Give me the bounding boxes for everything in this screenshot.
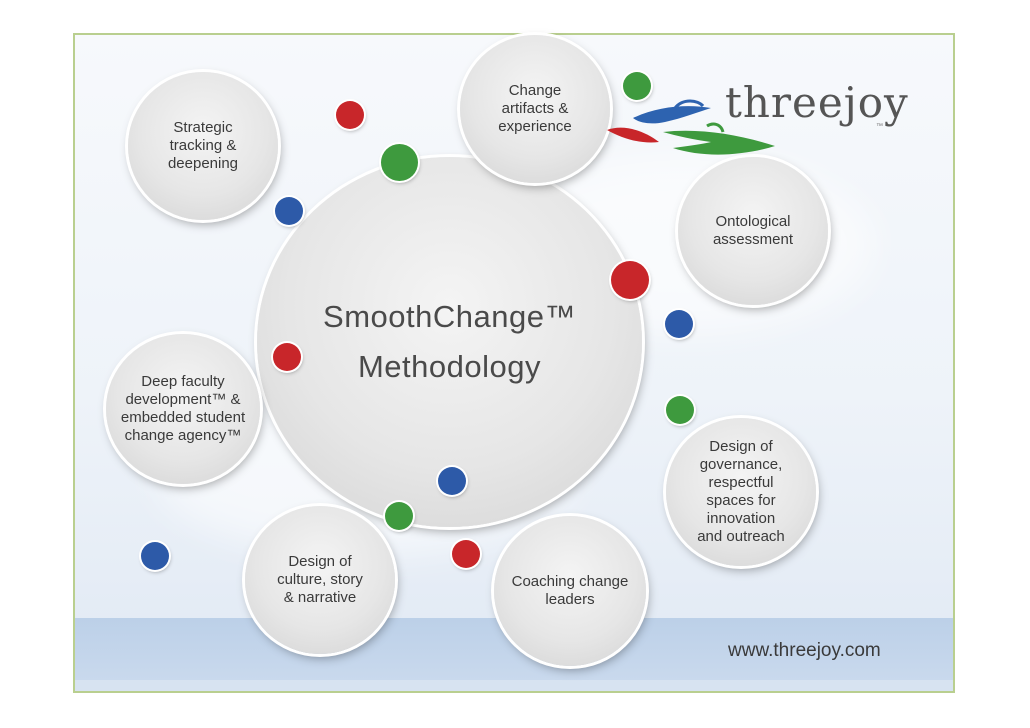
bubble-label: Change artifacts & experience (498, 82, 572, 135)
blue-dot (275, 197, 303, 225)
green-dot (666, 396, 694, 424)
blue-dot (141, 542, 169, 570)
bubble-label: Strategic tracking & deepening (167, 119, 239, 172)
center-title-line2: Methodology (357, 349, 541, 384)
bubble-label: Deep faculty development™ & embedded stu… (120, 373, 246, 444)
bubble-ontological-assessment: Ontological assessment (678, 157, 828, 305)
logo-trademark: ™ (876, 123, 883, 130)
logo-wordmark: threejoy (725, 78, 909, 127)
green-dot (623, 72, 651, 100)
bubble-label: Coaching change leaders (511, 573, 629, 608)
bubble-design-of-culture: Design of culture, story & narrative (245, 506, 395, 654)
bubble-change-artifacts: Change artifacts & experience (460, 35, 610, 183)
center-bubble: SmoothChange™ Methodology (257, 157, 642, 527)
bird-logo-icon (607, 99, 775, 155)
center-title-line1: SmoothChange™ (323, 299, 576, 334)
red-dot (273, 343, 301, 371)
footer-band-lower (75, 680, 953, 691)
blue-dot (665, 310, 693, 338)
bubble-design-of-governance: Design of governance, respectful spaces … (666, 418, 816, 566)
bubble-label: Design of governance, respectful spaces … (697, 438, 785, 545)
red-dot (336, 101, 364, 129)
bubble-deep-faculty-development: Deep faculty development™ & embedded stu… (106, 334, 260, 484)
bubble-label: Design of culture, story & narrative (277, 553, 363, 606)
bubble-strategic-tracking: Strategic tracking & deepening (128, 72, 278, 220)
bubble-coaching-change-leaders: Coaching change leaders (494, 516, 646, 666)
bubble-label: Ontological assessment (712, 213, 794, 248)
green-dot (381, 144, 418, 181)
red-dot (452, 540, 480, 568)
green-dot (385, 502, 413, 530)
red-dot (611, 261, 649, 299)
website-url: www.threejoy.com (728, 640, 881, 661)
blue-dot (438, 467, 466, 495)
